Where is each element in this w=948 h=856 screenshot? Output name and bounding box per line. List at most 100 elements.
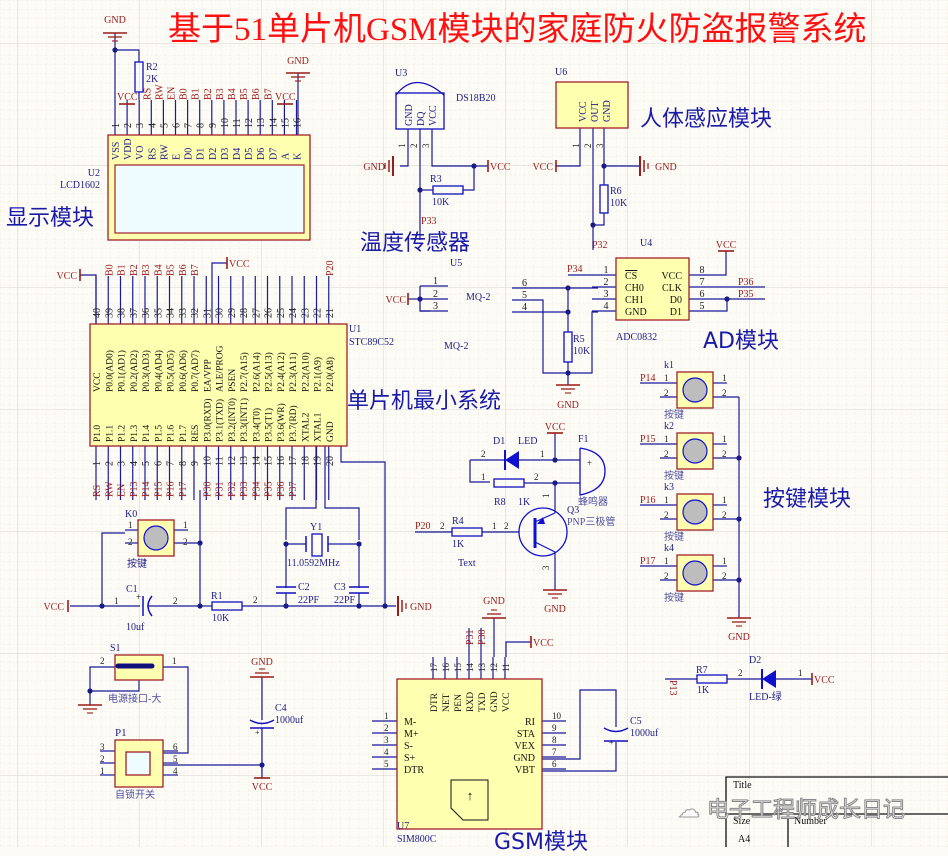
gsm-pin-name: DTR — [404, 765, 424, 776]
r2-designator: R2 — [146, 62, 158, 73]
gsm-net-label: P30 — [477, 629, 488, 645]
d2-value: LED-绿 — [749, 690, 782, 703]
gsm-pin-name: PEN — [454, 694, 464, 712]
lcd-pin-name: VSS — [111, 142, 122, 160]
p1-designator: P1 — [115, 727, 127, 739]
mcu-pin-number: 25 — [276, 308, 287, 318]
pin-number: 2 — [100, 754, 105, 764]
gnd-label: GND — [104, 15, 126, 26]
pin-number: 1 — [481, 472, 486, 482]
key-designator: k1 — [664, 360, 674, 371]
adc-pin-number: 2 — [604, 277, 609, 288]
mcu-pin-number: 2 — [104, 461, 115, 466]
d1-designator: D1 — [493, 436, 505, 447]
mcu-net-label: B3 — [141, 264, 152, 276]
mcu-pin-number: 21 — [325, 308, 336, 318]
vcc-label: VCC — [533, 638, 554, 649]
gnd-label: GND — [287, 56, 309, 67]
pin-number: 2 — [173, 596, 178, 606]
lcd-net-label: RW — [154, 84, 165, 100]
vcc-label: VCC — [117, 92, 138, 103]
gsm-pin-number: 1 — [384, 711, 389, 721]
wire — [593, 213, 605, 226]
mcu-pin-name: RES — [191, 425, 201, 442]
mcu-pin-number: 16 — [276, 456, 287, 466]
lcd-pin-name: D1 — [196, 148, 207, 160]
mcu-pin-number: 24 — [288, 308, 299, 318]
pin-number: 2 — [534, 472, 539, 482]
mcu-pin-number: 7 — [166, 461, 177, 466]
wire — [505, 641, 531, 657]
junction-dot — [590, 222, 596, 228]
y1-value: 11.0592MHz — [287, 558, 340, 569]
adc-pin-name: CH0 — [625, 283, 644, 294]
r5-designator: R5 — [573, 334, 585, 345]
gsm-pin-number: 2 — [384, 723, 389, 733]
mq2-pin-number: 5 — [522, 290, 527, 301]
mq2-pin-number: 3 — [433, 301, 438, 312]
mcu-net-label: B6 — [178, 264, 189, 276]
pin-number: 2 — [253, 595, 258, 605]
mcu-pin-number: 5 — [141, 461, 152, 466]
pir-pin-name: OUT — [590, 101, 601, 122]
lcd-net-label: B2 — [203, 88, 214, 100]
mcu-pin-name: XTAL1 — [314, 412, 324, 442]
title-block-frame — [725, 776, 948, 847]
pin-number: 2 — [664, 388, 669, 398]
lcd-net-label: B7 — [263, 88, 274, 100]
pin-number: 1 — [541, 494, 551, 499]
q3-collector — [534, 541, 556, 553]
d2-led-icon — [762, 670, 776, 688]
r7-resistor-icon — [696, 674, 728, 684]
s1-label: 电源接口-大 — [108, 692, 161, 705]
module-label-keys: 按键模块 — [763, 487, 852, 512]
gnd-label: GND — [251, 657, 273, 668]
ds18b20-pin-number: 1 — [397, 144, 407, 149]
lcd-pin-name: D5 — [244, 148, 255, 160]
mcu-pin-number: 29 — [227, 308, 238, 318]
c1-designator: C1 — [126, 584, 138, 595]
module-label-human-sensor: 人体感应模块 — [640, 107, 773, 132]
lcd-pin-number: 13 — [256, 118, 267, 128]
key-net-label: P16 — [640, 495, 656, 506]
gnd-label: GND — [655, 162, 677, 173]
p1-label: 自锁开关 — [115, 788, 155, 801]
wire — [542, 742, 617, 772]
u7-designator: U7 — [397, 821, 409, 832]
vcc-label: VCC — [490, 162, 511, 173]
mcu-pin-name: PSEN — [228, 369, 238, 392]
vcc-label: VCC — [43, 602, 64, 613]
lcd-designator: U2 — [88, 168, 100, 179]
module-label-display: 显示模块 — [6, 206, 95, 231]
lcd-pin-number: 7 — [184, 123, 195, 128]
mcu-pin-name: GND — [326, 421, 336, 442]
module-label-mcu: 单片机最小系统 — [347, 389, 502, 414]
adc-pin-name: CH1 — [625, 295, 644, 306]
mcu-net-label: P30 — [202, 481, 213, 497]
mcu-pin-number: 37 — [129, 308, 140, 318]
gsm-pin-number: 5 — [384, 759, 389, 769]
adc-pin-name: CS — [625, 271, 637, 282]
pin-number: 2 — [440, 521, 445, 531]
mcu-pin-name: P3.3(INT1) — [239, 398, 250, 442]
c5-designator: C5 — [630, 716, 642, 727]
pin-number: 1 — [540, 449, 545, 459]
mcu-net-label: B1 — [117, 264, 128, 276]
mcu-pin-number: 36 — [141, 308, 152, 318]
lcd-part: LCD1602 — [60, 180, 100, 191]
wire — [542, 689, 617, 760]
pin-number: 1 — [664, 556, 669, 566]
wire — [419, 286, 430, 312]
mcu-pin-number: 4 — [129, 461, 140, 466]
mcu-pin-number: 3 — [117, 461, 128, 466]
lcd-net-label: RS — [142, 88, 153, 100]
pin-number: 6 — [173, 742, 178, 752]
mq2-pin-number: 1 — [433, 276, 438, 287]
gnd-label: GND — [728, 632, 750, 643]
r3-resistor-icon — [432, 185, 464, 195]
mcu-pin-name: EA/VPP — [203, 359, 213, 392]
mcu-pin-number: 23 — [300, 308, 311, 318]
push-button-cap-icon — [682, 499, 708, 525]
wire — [115, 49, 140, 62]
gsm-pin-name: S+ — [404, 753, 416, 764]
